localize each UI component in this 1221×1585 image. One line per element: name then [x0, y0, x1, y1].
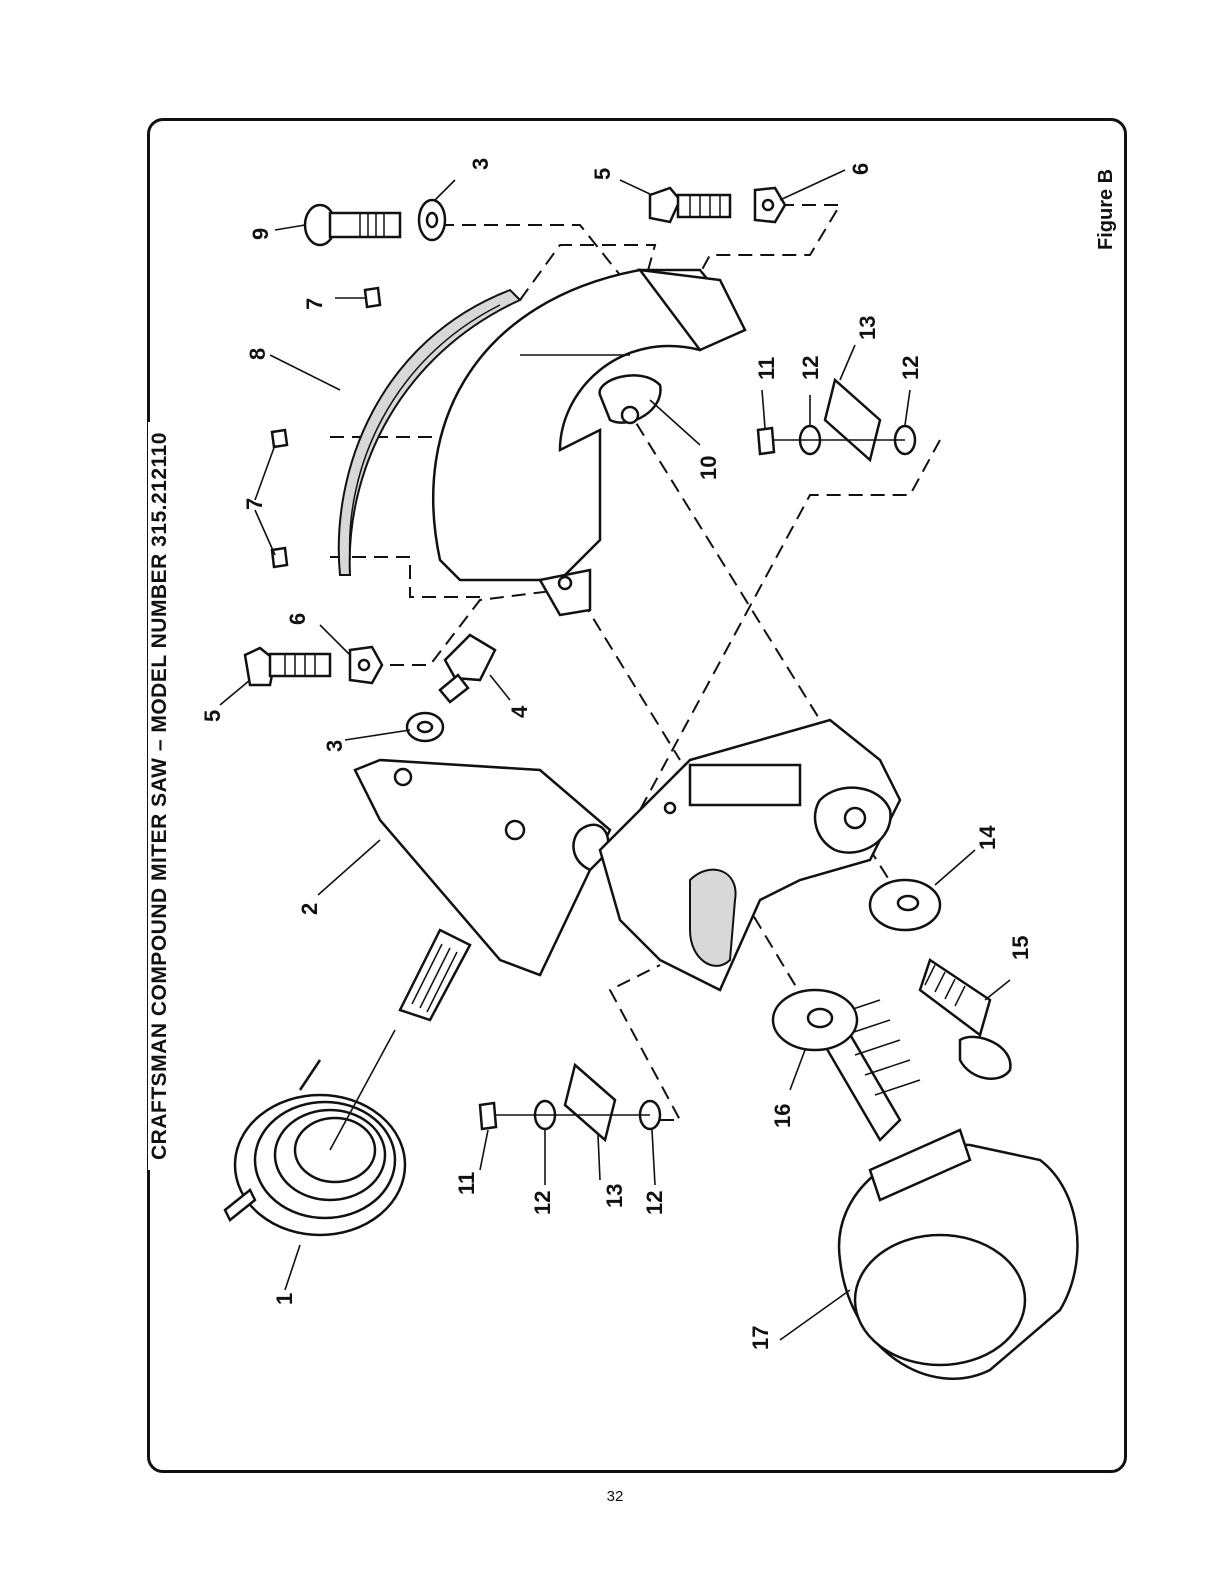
- part-14-washer: [870, 880, 940, 930]
- figure-label: Figure B: [1095, 169, 1118, 250]
- callout-5-top: 5: [590, 168, 615, 180]
- callout-5-left: 5: [200, 710, 225, 722]
- callout-11-right: 11: [754, 357, 779, 380]
- callout-3-mid: 3: [322, 740, 347, 752]
- part-6-nut-top: [755, 188, 785, 222]
- parts-11-13-bottom: [480, 1065, 660, 1140]
- callout-7-top: 7: [302, 298, 327, 310]
- callout-9: 9: [248, 228, 273, 240]
- part-3-washer-top: [419, 200, 445, 240]
- part-16-washer: [773, 990, 857, 1050]
- callout-6-left: 6: [285, 613, 310, 625]
- callout-2: 2: [297, 903, 322, 915]
- part-17-knob: [810, 1000, 1077, 1379]
- callout-12-bottom-a: 12: [530, 1191, 555, 1215]
- part-15-screw: [920, 960, 1010, 1079]
- page-title: CRAFTSMAN COMPOUND MITER SAW – MODEL NUM…: [148, 422, 172, 1170]
- callout-16: 16: [770, 1104, 795, 1128]
- callout-7-left: 7: [242, 498, 267, 510]
- callout-12-right-b: 12: [898, 356, 923, 380]
- callout-13-bottom: 13: [602, 1184, 627, 1208]
- callout-12-right-a: 12: [798, 356, 823, 380]
- callout-13-right: 13: [855, 316, 880, 340]
- callout-11-bottom: 11: [454, 1172, 479, 1195]
- part-6-nut-left: [350, 647, 382, 683]
- page-number: 32: [600, 1488, 630, 1505]
- callout-17: 17: [748, 1326, 773, 1350]
- part-1-spring: [225, 1030, 405, 1235]
- part-3-washer-mid: [407, 713, 443, 741]
- callout-6-top: 6: [848, 163, 873, 175]
- part-9-bolt: [305, 205, 400, 245]
- part-4-bolt: [440, 635, 495, 702]
- callout-3-top: 3: [468, 158, 493, 170]
- callout-8: 8: [245, 348, 270, 360]
- parts-11-13-right: [758, 380, 915, 460]
- callout-10: 10: [696, 456, 721, 480]
- pivot-shaft: [400, 930, 470, 1020]
- callout-12-bottom-b: 12: [642, 1191, 667, 1215]
- part-5-bolt-left: [245, 648, 330, 685]
- callout-4: 4: [507, 705, 532, 718]
- callout-15: 15: [1008, 936, 1033, 960]
- callout-1: 1: [272, 1293, 297, 1305]
- part-5-bolt-top: [650, 188, 730, 222]
- callout-14: 14: [975, 825, 1000, 850]
